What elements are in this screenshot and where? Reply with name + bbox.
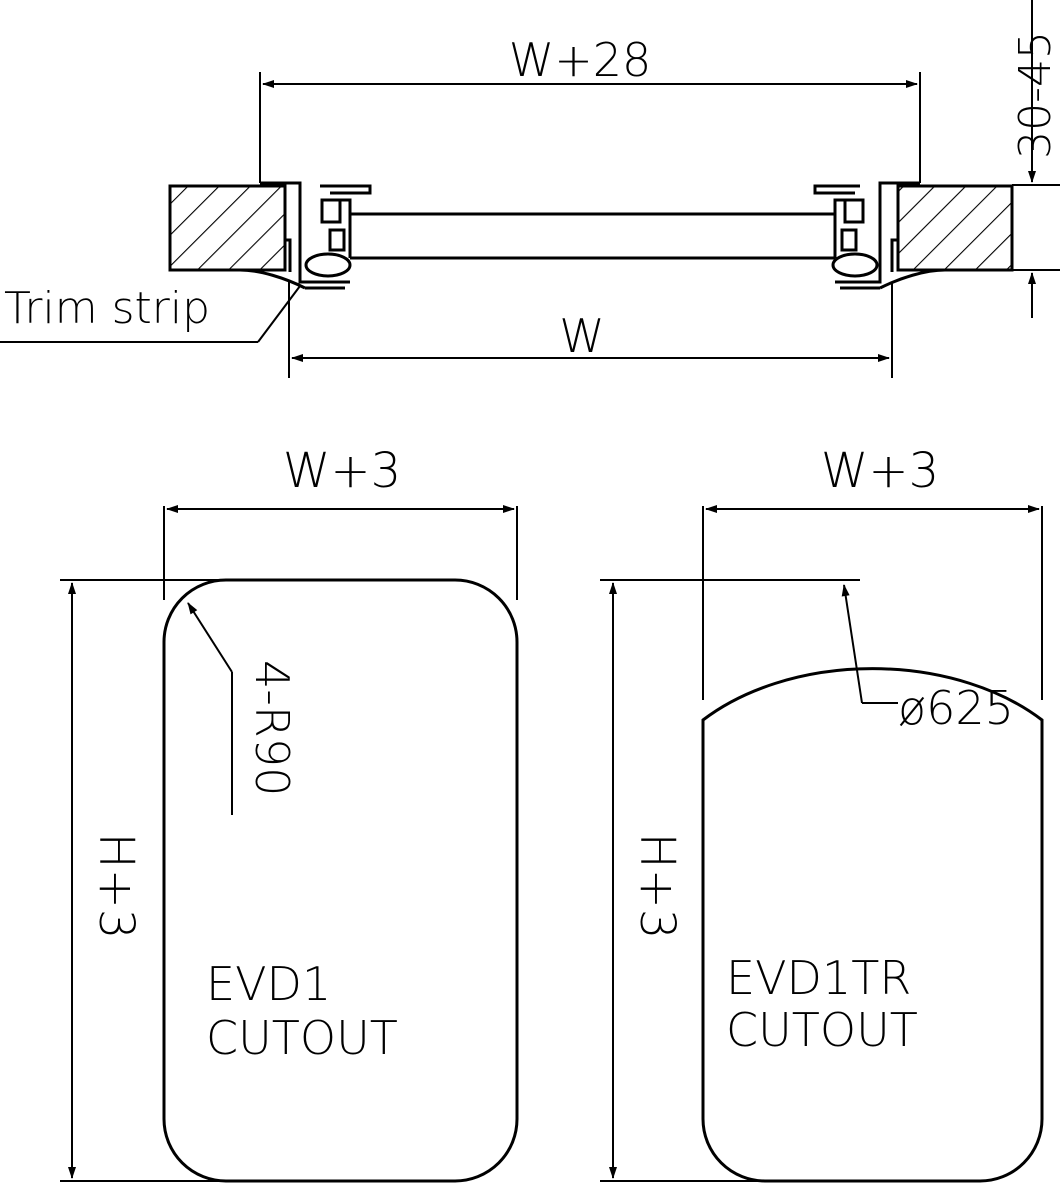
evd1tr-outline	[701, 667, 1044, 1183]
evd1tr-diameter-label: ø625	[898, 681, 1014, 735]
evd1-outline	[162, 578, 519, 1183]
section-view: W+28 W 30-45	[0, 0, 1060, 378]
dim-depth: 30-45	[1010, 0, 1060, 318]
evd1tr-width-label: W+3	[821, 443, 939, 499]
evd1-width-label: W+3	[283, 443, 401, 499]
trim-strip-callout: Trim strip	[0, 283, 301, 343]
evd1-name-line1: EVD1	[206, 957, 331, 1011]
vision-panel	[350, 212, 835, 260]
dim-w: W	[288, 282, 893, 378]
evd1tr-name-line2: CUTOUT	[726, 1003, 918, 1057]
frame-profile-left	[239, 181, 372, 290]
evd1-height-label: H+3	[88, 833, 144, 940]
cutout-evd1: W+3 H+3 4-R90 EVD1 CUTOUT	[60, 443, 519, 1183]
evd1tr-height-label: H+3	[629, 833, 685, 940]
trim-strip-label: Trim strip	[4, 283, 210, 334]
dim-w28: W+28	[259, 33, 921, 183]
cutout-evd1tr: W+3 H+3 ø625 EVD1TR CUTOUT	[600, 443, 1044, 1183]
dim-w28-label: W+28	[509, 33, 652, 87]
evd1tr-name-line1: EVD1TR	[726, 951, 911, 1005]
wall-left	[168, 184, 287, 272]
frame-profile-right	[813, 181, 946, 290]
evd1-name-line2: CUTOUT	[206, 1011, 398, 1065]
evd1-radius-label: 4-R90	[245, 660, 299, 796]
dim-depth-label: 30-45	[1010, 31, 1060, 159]
dim-w-label: W	[559, 309, 604, 363]
wall-right	[896, 184, 1014, 272]
